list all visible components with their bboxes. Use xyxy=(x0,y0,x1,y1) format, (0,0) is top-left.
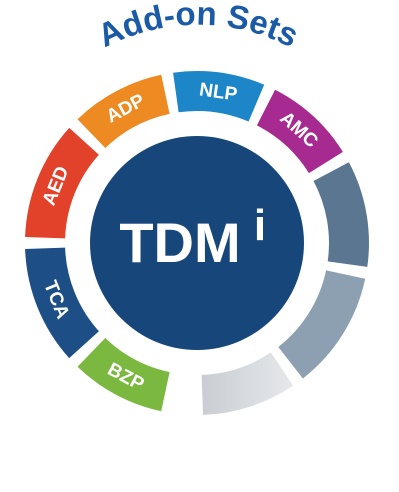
segment-nlp[interactable] xyxy=(173,71,265,122)
segment-amc[interactable] xyxy=(256,89,343,174)
segment-bzp[interactable] xyxy=(77,338,170,412)
placeholder-segment-2 xyxy=(278,270,366,379)
placeholder-segment-1 xyxy=(313,162,369,267)
center-superscript: i xyxy=(254,201,266,250)
placeholder-segment-3 xyxy=(201,352,294,415)
center-label: TDM xyxy=(119,211,240,274)
segment-adp[interactable] xyxy=(77,74,170,148)
center-circle xyxy=(90,136,304,350)
diagram-title: Add-on Sets xyxy=(92,0,304,54)
segment-tca[interactable] xyxy=(25,247,99,359)
diagram-title-text: Add-on Sets xyxy=(92,0,304,54)
segment-aed[interactable] xyxy=(25,127,99,239)
